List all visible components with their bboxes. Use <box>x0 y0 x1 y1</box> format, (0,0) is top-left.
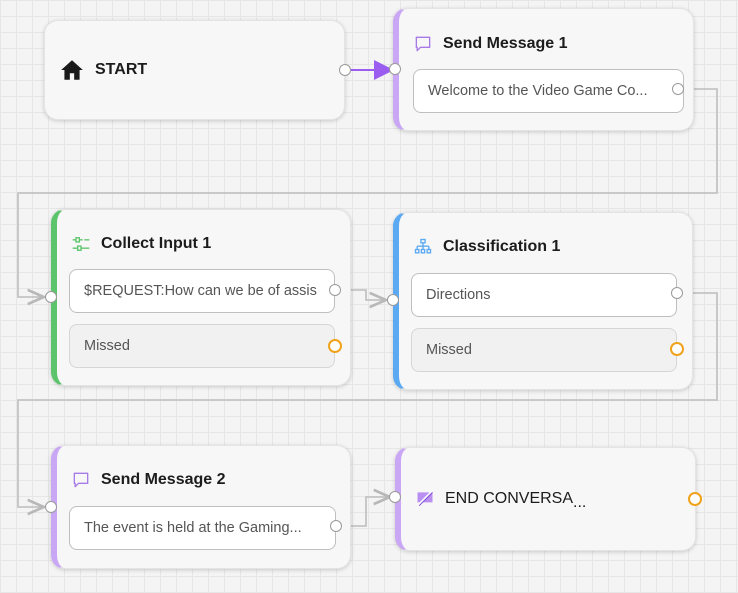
classification-1-missed[interactable]: Missed <box>411 328 677 372</box>
classification-1-option-directions[interactable]: Directions <box>411 273 677 317</box>
send-message-1-header: Send Message 1 <box>413 33 683 55</box>
send-message-1-input-handle[interactable] <box>389 63 401 75</box>
start-output-handle[interactable] <box>339 64 351 76</box>
edge-classification-1-to-send-message-2 <box>17 292 718 507</box>
input-collect-icon <box>72 237 90 251</box>
send-message-2-text[interactable]: The event is held at the Gaming... <box>69 506 336 550</box>
collect-input-1-input-handle[interactable] <box>45 291 57 303</box>
collect-input-1-missed[interactable]: Missed <box>69 324 335 368</box>
hierarchy-icon <box>414 238 432 254</box>
collect-input-1-missed-output-handle[interactable] <box>328 339 342 353</box>
end-conversation-input-handle[interactable] <box>389 491 401 503</box>
chat-bubble-icon <box>73 472 89 488</box>
classification-1-title: Classification 1 <box>443 238 561 255</box>
edge-collect-input-1-to-classification-1 <box>341 289 384 300</box>
send-message-2-node[interactable]: Send Message 2 The event is held at the … <box>51 445 351 569</box>
classification-1-node[interactable]: Classification 1 Directions Missed <box>393 212 693 390</box>
collect-input-1-title: Collect Input 1 <box>101 235 212 252</box>
send-message-2-header: Send Message 2 <box>71 469 340 491</box>
send-message-1-node[interactable]: Send Message 1 Welcome to the Video Game… <box>393 8 694 131</box>
collect-input-1-request-output-handle[interactable] <box>329 284 341 296</box>
chat-bubble-icon <box>415 36 431 52</box>
start-label: START <box>95 61 148 78</box>
start-node[interactable]: START <box>44 20 345 120</box>
send-message-1-output-handle[interactable] <box>672 83 684 95</box>
classification-1-input-handle[interactable] <box>387 294 399 306</box>
home-icon <box>61 60 83 80</box>
send-message-1-title: Send Message 1 <box>443 35 568 52</box>
collect-input-1-node[interactable]: Collect Input 1 $REQUEST:How can we be o… <box>51 209 351 386</box>
send-message-2-input-handle[interactable] <box>45 501 57 513</box>
send-message-2-title: Send Message 2 <box>101 471 226 488</box>
classification-1-missed-output-handle[interactable] <box>670 342 684 356</box>
end-conversation-title: END CONVERSA ... <box>415 448 586 550</box>
collect-input-1-header: Collect Input 1 <box>71 233 340 255</box>
edge-send-message-2-to-end-conversation <box>342 497 388 527</box>
end-chat-icon <box>417 490 433 507</box>
end-conversation-label: END CONVERSA <box>445 490 574 507</box>
end-conversation-node[interactable]: END CONVERSA ... <box>395 447 696 551</box>
classification-1-directions-output-handle[interactable] <box>671 287 683 299</box>
start-title: START <box>59 21 147 119</box>
end-conversation-ellipsis: ... <box>573 494 587 511</box>
collect-input-1-request[interactable]: $REQUEST:How can we be of assis <box>69 269 335 313</box>
edge-send-message-1-to-collect-input-1 <box>17 88 718 297</box>
send-message-2-output-handle[interactable] <box>330 520 342 532</box>
end-conversation-output-handle[interactable] <box>688 492 702 506</box>
send-message-1-text[interactable]: Welcome to the Video Game Co... <box>413 69 684 113</box>
classification-1-header: Classification 1 <box>413 236 682 258</box>
